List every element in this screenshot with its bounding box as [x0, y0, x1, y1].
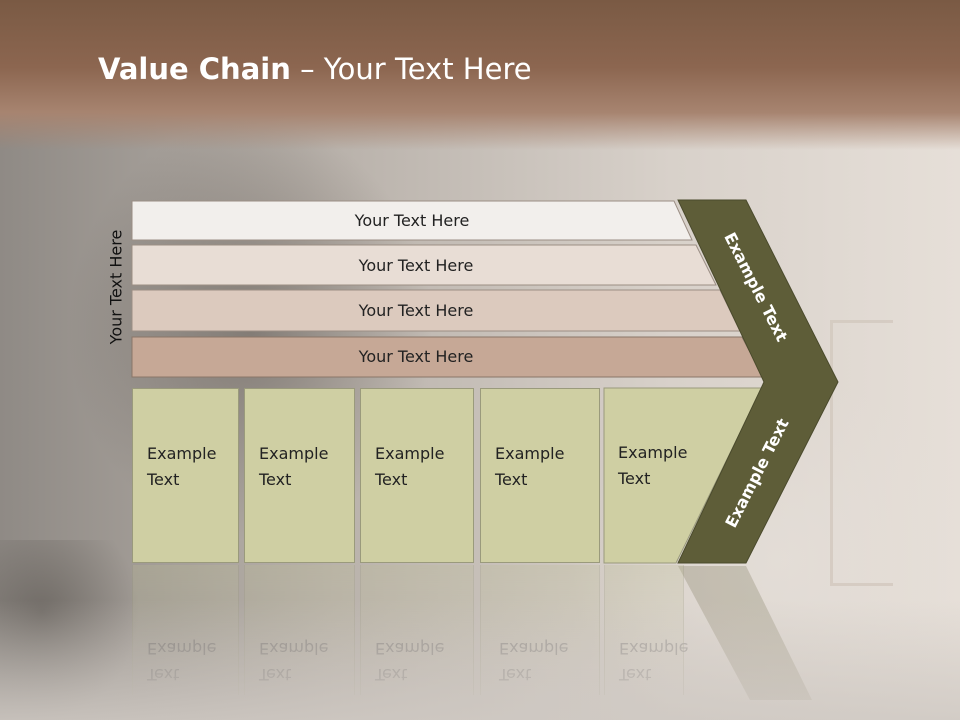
support-bar-3-label: Your Text Here	[358, 301, 474, 320]
activity-box-5[interactable]: Example Text	[604, 388, 714, 563]
chevron-shape	[677, 199, 839, 564]
support-bar-1-label: Your Text Here	[354, 211, 470, 230]
title-banner	[0, 0, 960, 150]
bottom-fade	[0, 600, 960, 720]
bar-shape-1	[131, 200, 693, 241]
activity-box-3[interactable]: Example Text	[360, 388, 474, 563]
activity-box-2-line2: Text	[259, 470, 292, 489]
support-bar-4[interactable]: Your Text Here	[132, 337, 700, 376]
activity-box-4-line2: Text	[495, 470, 528, 489]
slide-title-bold: Value Chain	[98, 52, 291, 86]
slide-title[interactable]: Value Chain – Your Text Here	[98, 52, 532, 86]
bar-shape-2	[131, 244, 717, 286]
background-wall-panel	[830, 320, 893, 586]
support-bar-1[interactable]: Your Text Here	[132, 201, 692, 240]
support-bar-2[interactable]: Your Text Here	[132, 246, 700, 285]
activity-box-4[interactable]: Example Text	[480, 388, 600, 563]
activity-box-2-line1: Example	[259, 444, 329, 463]
activity-box-3-line2: Text	[375, 470, 408, 489]
box-shape-5	[603, 387, 763, 564]
support-bar-3[interactable]: Your Text Here	[132, 291, 700, 330]
activity-box-3-line1: Example	[375, 444, 445, 463]
activity-box-1[interactable]: Example Text	[132, 388, 239, 563]
activity-box-2[interactable]: Example Text	[244, 388, 355, 563]
activity-box-1-line2: Text	[147, 470, 180, 489]
support-bar-4-label: Your Text Here	[358, 347, 474, 366]
activity-box-5-line1: Example	[618, 443, 688, 462]
activity-box-5-line2: Text	[618, 469, 651, 488]
support-bar-2-label: Your Text Here	[358, 256, 474, 275]
slide-title-rest: – Your Text Here	[290, 52, 532, 86]
activity-box-4-line1: Example	[495, 444, 565, 463]
activity-box-1-line1: Example	[147, 444, 217, 463]
